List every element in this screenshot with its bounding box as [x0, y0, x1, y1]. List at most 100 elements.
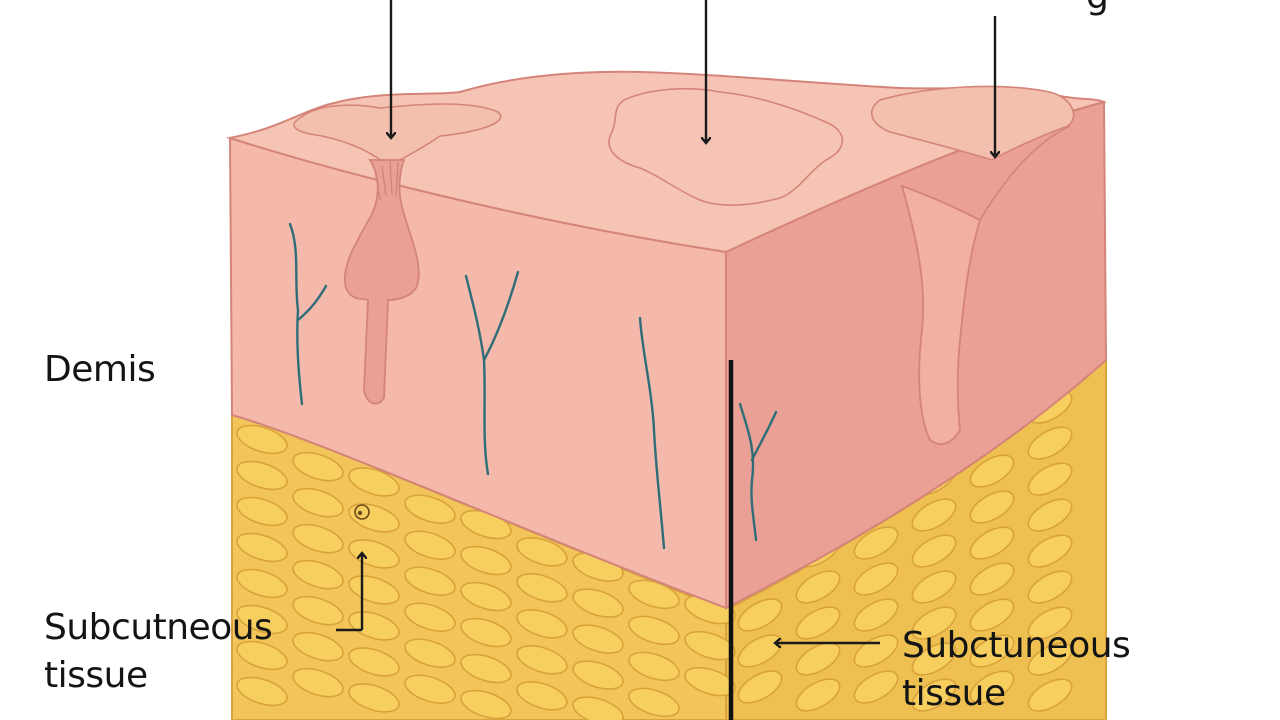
- label-subcutaneous-right: Subctuneous tissue: [902, 622, 1131, 718]
- fat-lobule: [684, 666, 736, 697]
- pointer-arrows: [336, 0, 995, 643]
- fat-lobule: [795, 606, 841, 640]
- fat-lobule: [795, 678, 841, 712]
- fat-lobule: [460, 581, 512, 612]
- vessel-1: [288, 222, 328, 406]
- fat-lobules: [236, 390, 1073, 720]
- fat-lobule: [1027, 678, 1073, 712]
- fat-lobule: [236, 496, 288, 527]
- fat-lobule: [969, 454, 1015, 488]
- fat-lobule: [572, 660, 624, 690]
- vessel-2: [464, 270, 520, 476]
- follicle-right-outline: [979, 125, 1071, 221]
- fat-lobule: [853, 562, 899, 596]
- fat-lobule: [516, 645, 568, 675]
- label-subcutaneous-right-line2: tissue: [902, 673, 1006, 714]
- fat-lobule: [795, 642, 841, 676]
- fat-lobule: [404, 602, 456, 632]
- fat-lobule: [628, 687, 680, 718]
- fat-lobule: [853, 598, 899, 632]
- fat-lobule: [1027, 498, 1073, 532]
- vessel-4: [738, 402, 778, 542]
- fat-lobule: [737, 670, 783, 704]
- fat-lobule: [1027, 606, 1073, 640]
- fat-lobule: [516, 573, 568, 603]
- fat-lobule: [1027, 570, 1073, 604]
- fat-lobule: [292, 523, 344, 554]
- fat-lobule: [572, 588, 624, 618]
- fat-lobule: [404, 530, 456, 560]
- fat-lobule: [348, 647, 400, 677]
- fat-lobule: [236, 604, 288, 635]
- fat-lobule: [1027, 426, 1073, 460]
- fat-lobule: [1027, 534, 1073, 568]
- fat-lobule: [292, 631, 344, 662]
- label-top-right-partial: g: [1086, 0, 1109, 17]
- fat-lobule: [460, 545, 512, 576]
- fat-lobule: [737, 598, 783, 632]
- fat-lobule: [969, 598, 1015, 632]
- fat-lobule: [516, 537, 568, 567]
- label-subcutaneous-left: Subcutneous tissue: [44, 604, 273, 700]
- fat-lobule: [572, 624, 624, 654]
- fat-lobule: [460, 617, 512, 648]
- fat-lobule: [853, 526, 899, 560]
- follicle-right: [900, 184, 982, 445]
- fat-lobule: [292, 667, 344, 698]
- fat-lobule: [460, 653, 512, 684]
- fat-lobule: [853, 634, 899, 668]
- fat-lobule: [404, 674, 456, 704]
- fat-lobule: [1027, 462, 1073, 496]
- surface-patch-center: [608, 87, 844, 206]
- fat-lobule: [236, 568, 288, 599]
- fat-lobule: [969, 526, 1015, 560]
- fat-lobule: [911, 606, 957, 640]
- fat-lobule: [404, 494, 456, 524]
- fat-lobule: [628, 651, 680, 682]
- label-dermis: Demis: [44, 349, 156, 390]
- fat-lobule: [911, 498, 957, 532]
- fat-lobule: [969, 562, 1015, 596]
- fat-marker-dot: [357, 510, 363, 516]
- fat-lobule: [292, 451, 344, 482]
- fat-lobule: [292, 487, 344, 518]
- fat-lobule: [292, 559, 344, 590]
- fat-lobule: [969, 670, 1015, 704]
- blood-vessels: [288, 222, 778, 550]
- fat-lobule: [853, 670, 899, 704]
- fat-lobule: [911, 534, 957, 568]
- follicle-left: [343, 159, 420, 405]
- fat-lobule: [969, 490, 1015, 524]
- fat-lobule: [460, 689, 512, 720]
- fat-lobule: [516, 609, 568, 639]
- fat-lobule: [348, 503, 400, 533]
- fat-lobule: [348, 683, 400, 713]
- fat-lobule: [236, 676, 288, 707]
- fat-lobule: [292, 595, 344, 626]
- fat-lobule: [684, 630, 736, 661]
- subcutaneous-layer: [231, 357, 1107, 720]
- fat-lobule: [969, 634, 1015, 668]
- fat-lobule: [236, 640, 288, 671]
- fat-lobule: [572, 696, 624, 720]
- fat-lobule: [404, 566, 456, 596]
- vessel-3: [638, 316, 666, 550]
- fat-lobule: [1027, 642, 1073, 676]
- dermis-block: [226, 70, 1108, 610]
- fat-lobule: [628, 579, 680, 610]
- label-subcutaneous-left-line2: tissue: [44, 655, 148, 696]
- fat-lobule: [236, 532, 288, 563]
- fat-lobule: [236, 424, 288, 455]
- fat-lobule: [236, 460, 288, 491]
- fat-lobule: [404, 638, 456, 668]
- fat-lobule: [911, 642, 957, 676]
- label-subcutaneous-left-line1: Subcutneous: [44, 607, 273, 648]
- fat-marker-circle: [354, 504, 370, 520]
- fat-lobule: [628, 615, 680, 646]
- fat-lobule: [516, 681, 568, 711]
- surface-patch-left: [293, 103, 502, 167]
- label-subcutaneous-right-line1: Subctuneous: [902, 625, 1131, 666]
- fat-lobule: [795, 570, 841, 604]
- fat-lobule: [348, 467, 400, 497]
